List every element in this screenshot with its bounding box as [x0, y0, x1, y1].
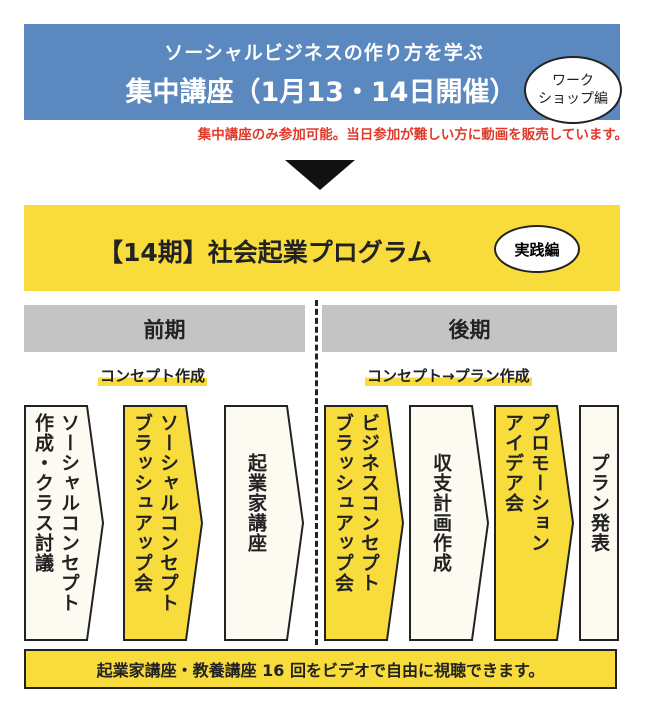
step-shape: [123, 405, 203, 641]
step-label: ビジネスコンセプトブラッシュアップ会: [330, 413, 382, 593]
step-shape: [579, 405, 619, 641]
step-label: プロモーションアイデア会: [500, 413, 552, 553]
step-line: ソーシャルコンセプト: [157, 413, 179, 613]
phase-first-subtitle: コンセプト作成: [98, 365, 208, 386]
banner-title: 集中講座（1月13・14日開催）: [125, 77, 517, 108]
step-shape: [494, 405, 574, 641]
step-label: ソーシャルコンセプト作成・クラス討議: [30, 413, 82, 613]
footer-banner: 起業家講座・教養講座 16 回をビデオで自由に視聴できます。: [24, 649, 617, 689]
step-shape: [224, 405, 304, 641]
speech-bubble: ワーク ショップ編: [524, 56, 622, 124]
step-shape: [324, 405, 404, 641]
video-note: 集中講座のみ参加可能。当日参加が難しい方に動画を販売しています。: [197, 127, 628, 143]
step-line: 作成・クラス討議: [32, 413, 54, 573]
step-line: ブラッシュアップ会: [332, 413, 354, 593]
step-line: ブラッシュアップ会: [131, 413, 153, 593]
step-arrow: プラン発表: [579, 405, 619, 641]
step-shape: [409, 405, 489, 641]
bubble-line-1: ワーク: [552, 73, 594, 89]
step-line: ビジネスコンセプト: [358, 413, 380, 593]
program-bubble: 実践編: [494, 225, 580, 273]
step-arrow: プロモーションアイデア会: [494, 405, 574, 641]
step-label: プラン発表: [586, 453, 612, 553]
step-line: アイデア会: [502, 413, 524, 513]
program-banner: 【14期】社会起業プログラム 実践編: [24, 205, 620, 291]
step-line: プラン発表: [588, 453, 610, 553]
phase-second-subtitle: コンセプト→プラン作成: [365, 365, 532, 386]
step-arrow: ソーシャルコンセプトブラッシュアップ会: [123, 405, 203, 641]
down-arrow-icon: [285, 160, 355, 190]
phase-divider: [315, 300, 318, 645]
banner-subtitle: ソーシャルビジネスの作り方を学ぶ: [164, 42, 484, 64]
step-line: プロモーション: [528, 413, 550, 553]
phase-first: 前期: [24, 305, 305, 352]
step-line: 起業家講座: [245, 453, 267, 553]
step-label: 起業家講座: [243, 453, 269, 553]
step-label: ソーシャルコンセプトブラッシュアップ会: [129, 413, 181, 613]
workshop-banner: ソーシャルビジネスの作り方を学ぶ 集中講座（1月13・14日開催） ワーク ショ…: [24, 24, 622, 124]
step-arrow: 収支計画作成: [409, 405, 489, 641]
phase-second: 後期: [322, 305, 617, 352]
step-arrow: 起業家講座: [224, 405, 304, 641]
program-title: 【14期】社会起業プログラム: [98, 238, 433, 267]
step-arrow: ソーシャルコンセプト作成・クラス討議: [24, 405, 104, 641]
step-line: ソーシャルコンセプト: [58, 413, 80, 613]
bubble-line-2: ショップ編: [538, 91, 608, 107]
step-label: 収支計画作成: [428, 453, 454, 573]
step-shape: [24, 405, 104, 641]
step-arrow: ビジネスコンセプトブラッシュアップ会: [324, 405, 404, 641]
step-line: 収支計画作成: [430, 453, 452, 573]
